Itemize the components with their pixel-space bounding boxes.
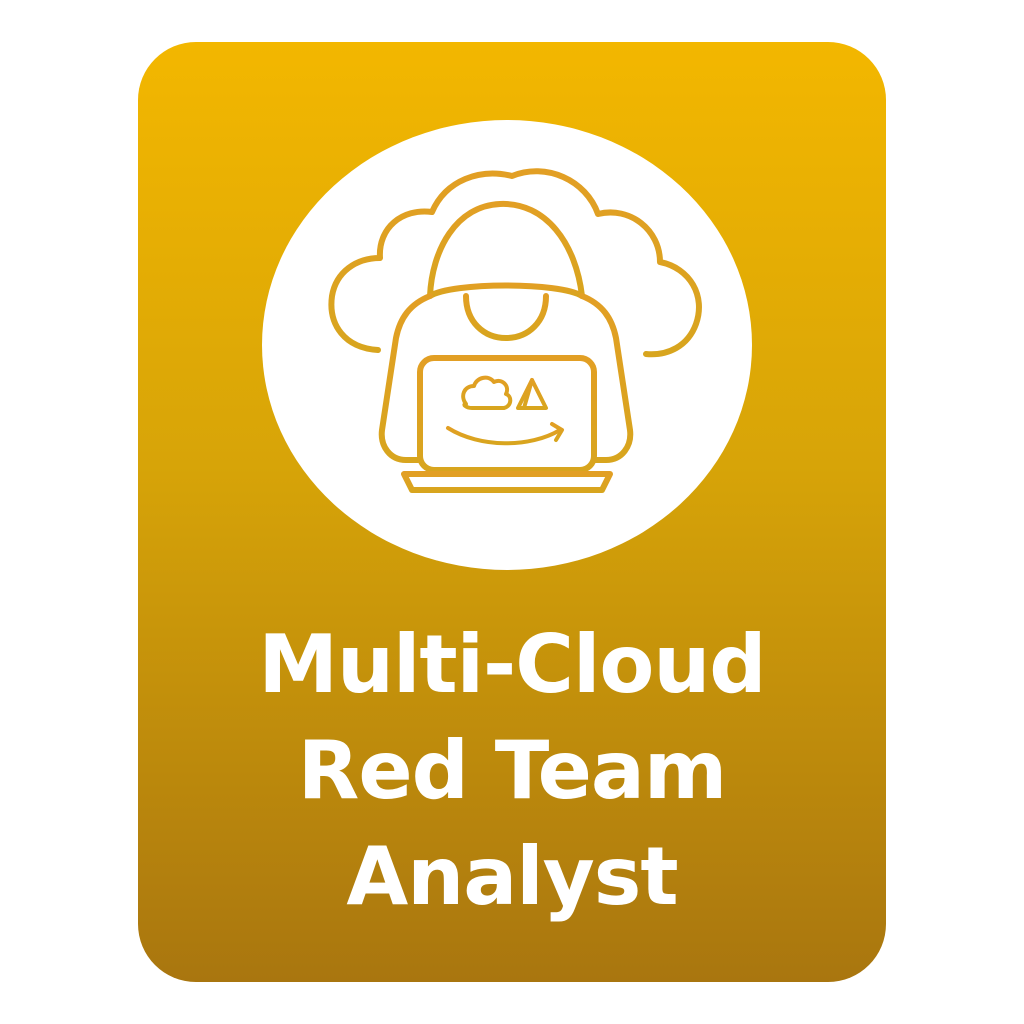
hooded-figure-laptop-cloud-icon <box>328 168 702 493</box>
badge-title: Multi-Cloud Red Team Analyst <box>138 612 886 930</box>
title-line-2: Red Team <box>297 724 728 817</box>
title-line-3: Analyst <box>346 830 678 923</box>
title-line-1: Multi-Cloud <box>258 618 766 711</box>
emblem-circle <box>262 120 752 570</box>
